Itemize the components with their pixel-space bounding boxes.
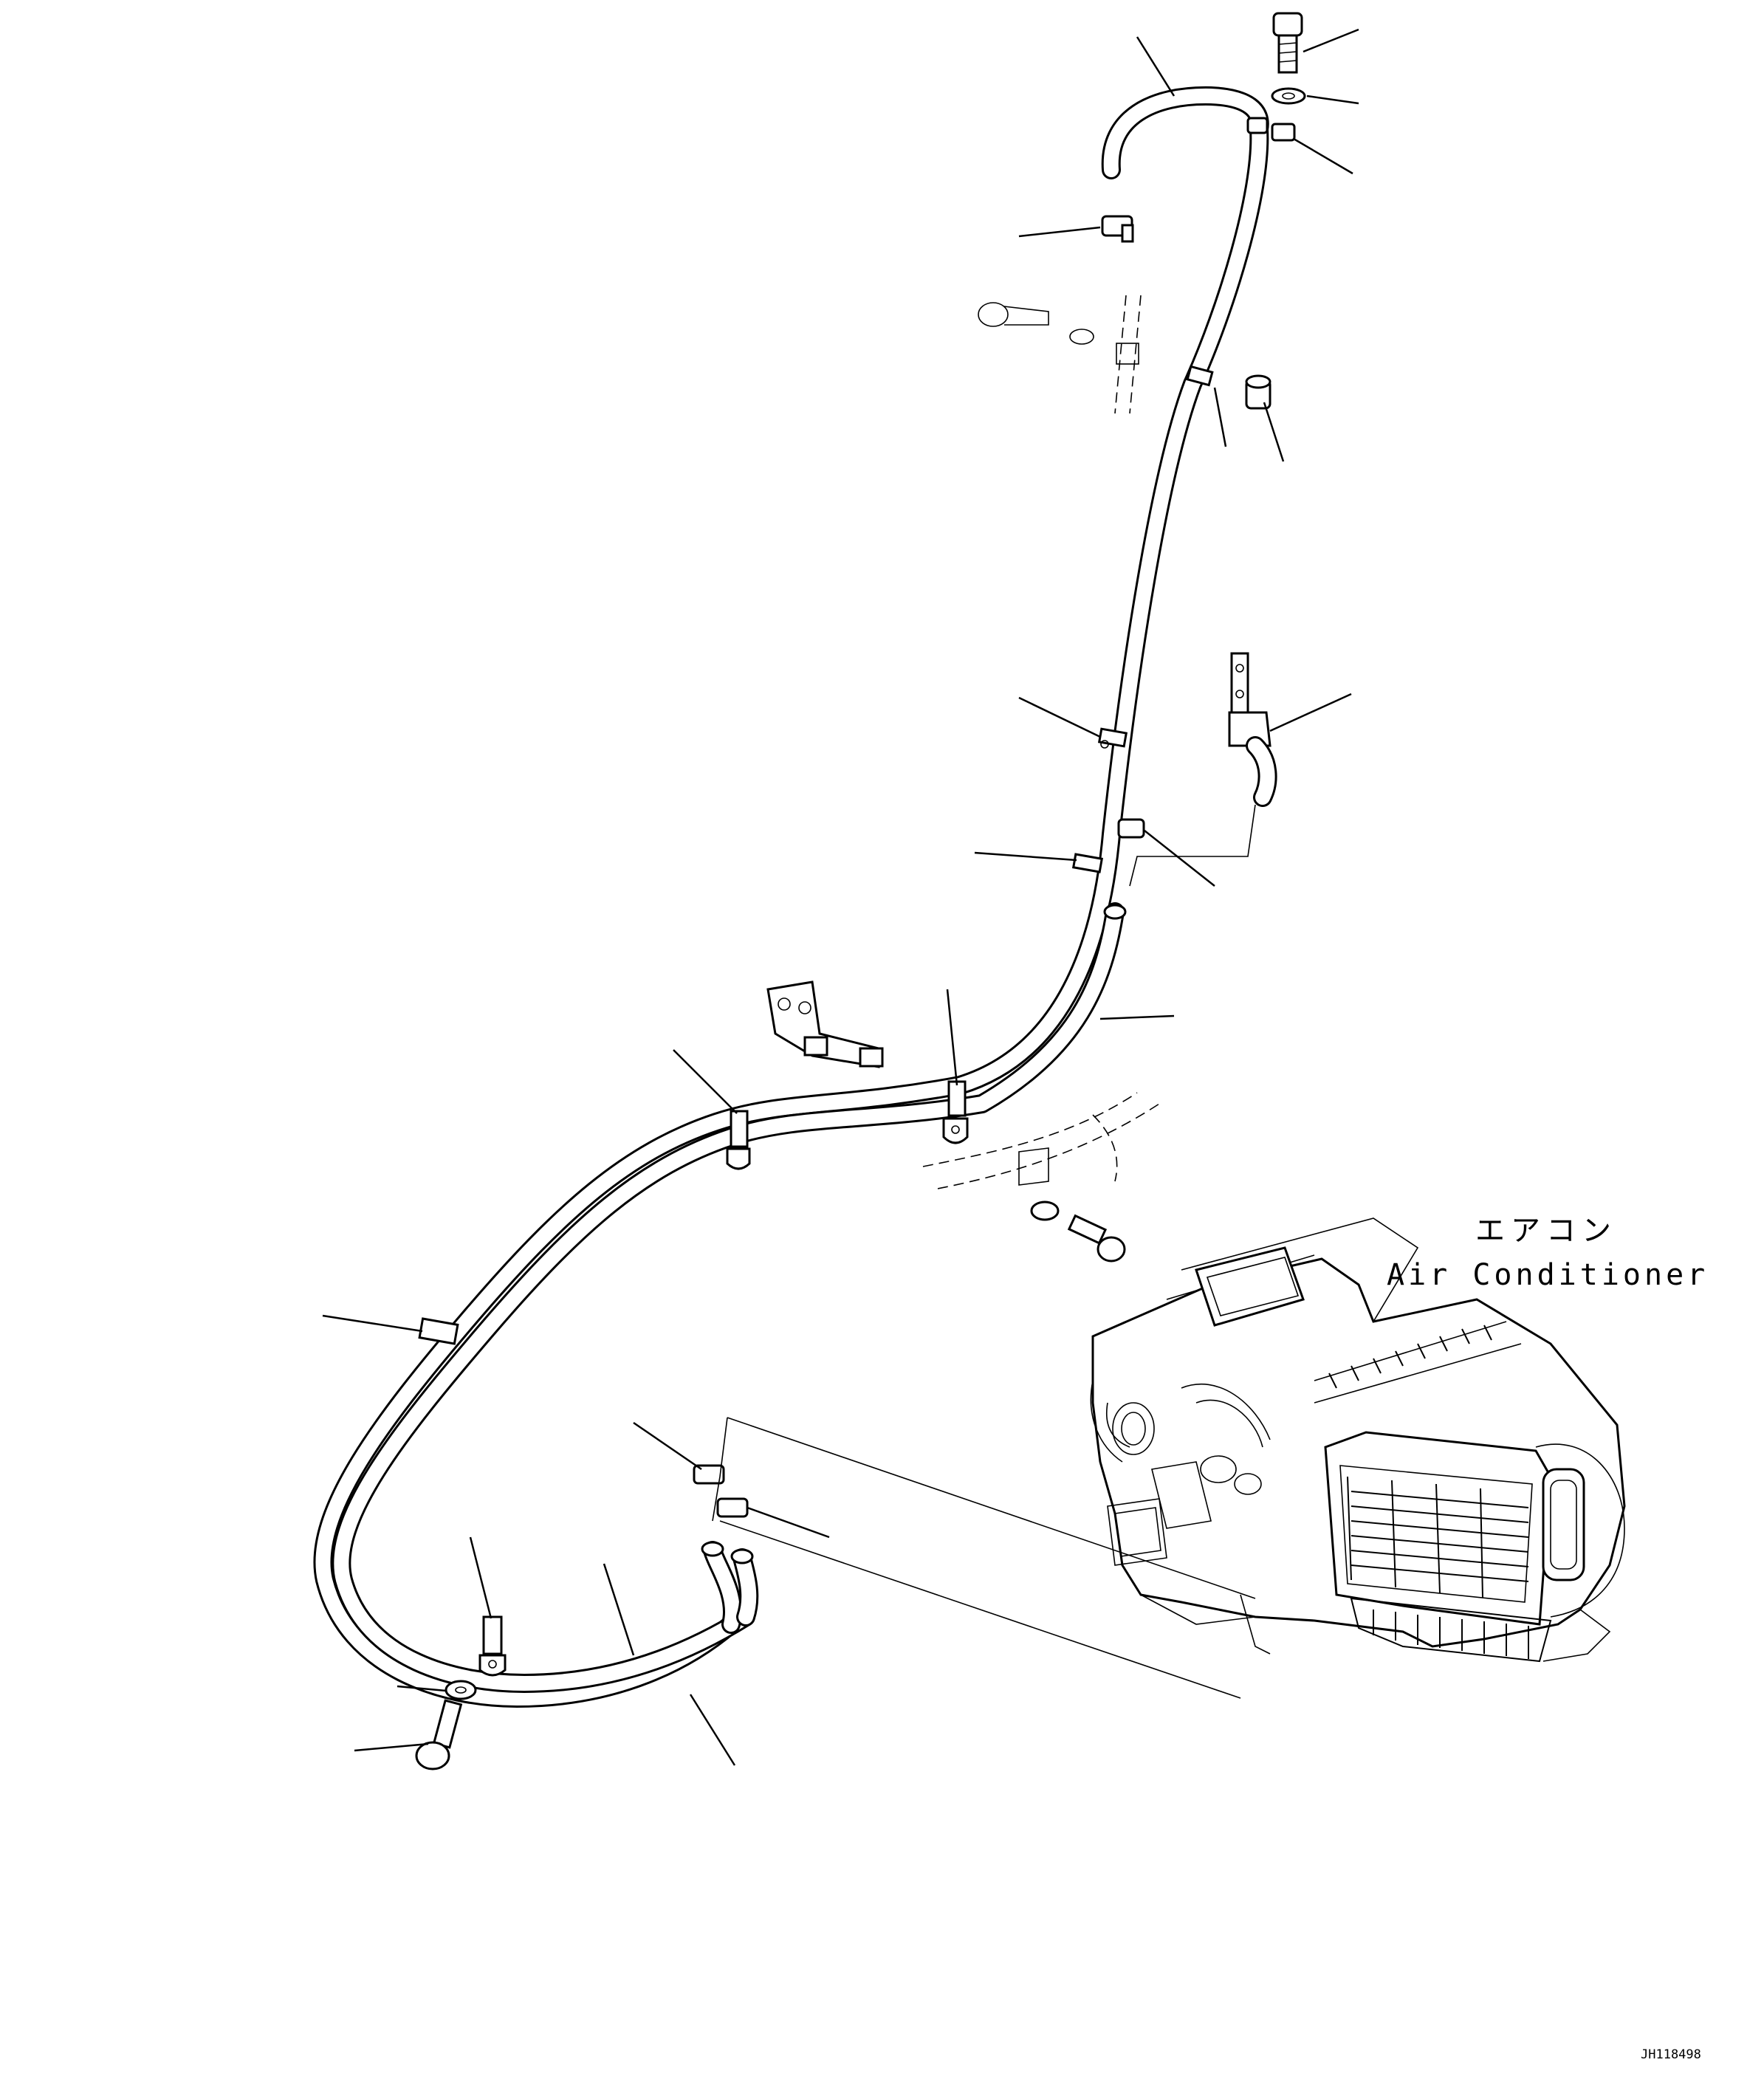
hose-clamp-icon — [693, 1464, 725, 1485]
bracket-icon — [1228, 652, 1277, 807]
reference-bolt — [978, 295, 1142, 414]
reference-hose — [922, 1092, 1160, 1263]
bolt-icon — [1272, 12, 1303, 74]
hose-clamp-icon — [716, 1497, 749, 1518]
hose-clamp-icon — [1246, 117, 1269, 134]
washer-icon — [1271, 87, 1306, 105]
hose-clamp-icon — [482, 1615, 503, 1655]
washer-icon — [1030, 1200, 1060, 1221]
bolt-icon — [1067, 1214, 1108, 1245]
collar-icon — [1245, 374, 1271, 410]
hose-clamp-icon — [730, 1110, 749, 1148]
hose-clamp-icon — [418, 1317, 459, 1345]
air-conditioner-unit — [1090, 1217, 1626, 1663]
callout-english: Air Conditioner — [1387, 1258, 1709, 1292]
hose-clamp-icon — [1271, 123, 1296, 142]
loose-parts — [415, 12, 1306, 1770]
heater-hose-assembly — [313, 86, 1269, 1708]
hose-clamp-icon — [1097, 727, 1128, 748]
hose-clamp-icon — [1101, 215, 1134, 243]
bracket-icon — [766, 980, 884, 1068]
hose-clamps — [418, 117, 1269, 1677]
base-grille — [1350, 1597, 1552, 1663]
filter-grille — [1347, 1476, 1529, 1598]
drawing-code: JH118498 — [1641, 2047, 1701, 2062]
hose-clamp-icon — [1071, 853, 1104, 873]
hose-clamp-icon — [947, 1080, 967, 1117]
bolt-icon — [415, 1699, 463, 1770]
hose-clamp-icon — [1186, 365, 1214, 387]
washer-icon — [445, 1680, 477, 1700]
leader-lines — [322, 28, 1359, 1766]
hose-clamp-icon — [1117, 818, 1145, 839]
callout-japanese: エアコン — [1475, 1214, 1617, 1248]
